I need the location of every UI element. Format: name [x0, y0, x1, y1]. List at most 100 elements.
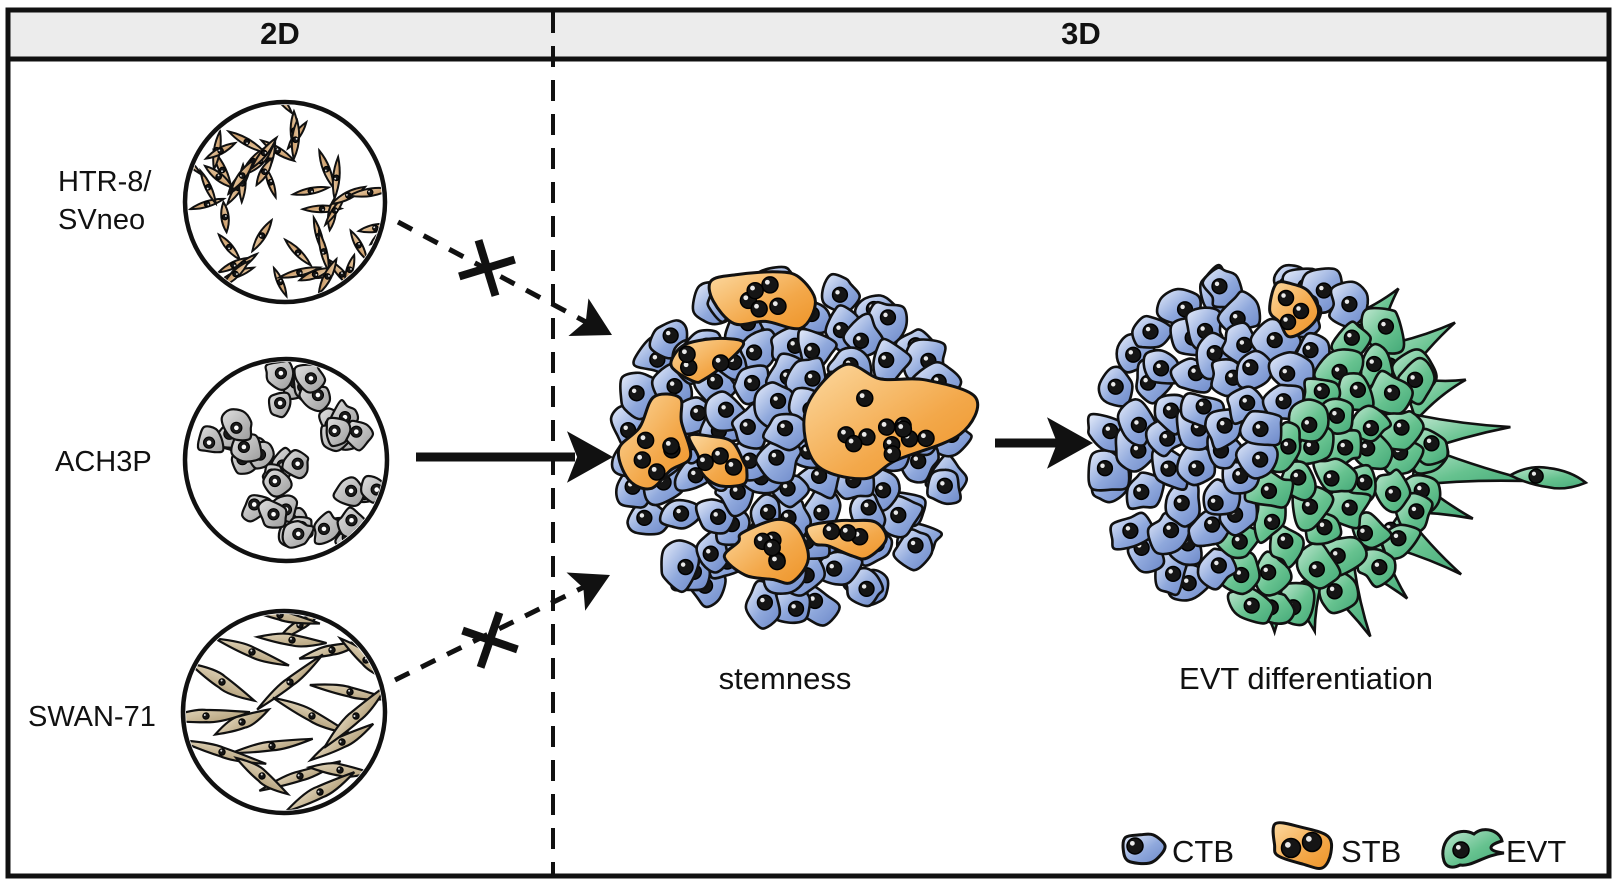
cell-nucleus: [1280, 837, 1302, 859]
cell-nucleus: [1275, 393, 1292, 410]
cell-nucleus: [1259, 564, 1277, 581]
cell: [1196, 547, 1238, 591]
swan71-label: SWAN-71: [28, 701, 156, 733]
cell-nucleus: [1233, 566, 1250, 584]
cell-nucleus: [1313, 382, 1330, 400]
cell-nucleus: [1423, 435, 1440, 452]
cell: [658, 498, 703, 530]
cell-nucleus: [1211, 278, 1228, 295]
cell-nucleus: [826, 560, 843, 577]
cell-nucleus: [1096, 460, 1114, 477]
arrowhead: [566, 572, 610, 611]
cell: [233, 756, 292, 797]
cell-nucleus: [706, 373, 724, 390]
cell: [290, 117, 301, 162]
cell-nucleus: [739, 418, 756, 436]
cell-nucleus: [1336, 439, 1354, 456]
cell-nucleus: [750, 300, 768, 318]
cell-nucleus: [1393, 419, 1410, 436]
cell-nucleus: [1130, 442, 1147, 459]
cell-nucleus: [1216, 417, 1233, 434]
cell-nucleus: [1349, 381, 1367, 399]
cell: [264, 362, 295, 391]
cell: [1312, 457, 1359, 494]
cell-nucleus: [636, 431, 655, 450]
arrowhead: [567, 431, 613, 483]
cell: [1109, 511, 1155, 551]
cell: [186, 708, 251, 724]
swan71-cells: [186, 614, 382, 810]
cell: [1164, 481, 1201, 528]
cell-nucleus: [761, 276, 779, 294]
cell: [220, 199, 230, 235]
cell-nucleus: [852, 332, 870, 349]
cell-nucleus: [1206, 344, 1223, 362]
cell: [1097, 365, 1134, 408]
cell-nucleus: [711, 354, 730, 372]
cell-nucleus: [1316, 519, 1333, 536]
legend-stb-label: STB: [1341, 834, 1401, 869]
blocked-x-mark: [476, 611, 504, 669]
cell-nucleus: [1528, 468, 1544, 484]
cell: [346, 186, 382, 198]
cell-nucleus: [1290, 469, 1307, 486]
cell-nucleus: [890, 506, 907, 524]
cell-nucleus: [1301, 416, 1318, 433]
cell-nucleus: [1277, 532, 1294, 550]
cell-nucleus: [874, 482, 892, 499]
cell-nucleus: [1279, 365, 1296, 382]
cell: [842, 312, 885, 359]
cell-nucleus: [677, 558, 694, 576]
cell-nucleus: [860, 499, 877, 516]
htr8-label-line2: SVneo: [58, 204, 145, 236]
stemness-spheroid: [609, 265, 980, 630]
cell-nucleus: [687, 467, 704, 484]
cell: [1216, 290, 1262, 335]
cell-nucleus: [1126, 837, 1144, 855]
cell: [1235, 349, 1275, 391]
cell-nucleus: [810, 467, 828, 485]
cell-nucleus: [878, 351, 895, 369]
htr8-label-line1: HTR-8/: [58, 166, 152, 198]
cell: [926, 468, 962, 506]
cell: [199, 167, 218, 207]
cell: [317, 228, 330, 275]
evt-spheroid: [1086, 263, 1589, 638]
panel-2d: HTR-8/ SVneo ACH3P SWAN-71: [28, 99, 390, 816]
cell-nucleus: [1292, 302, 1310, 320]
cell-nucleus: [858, 580, 875, 598]
cell: [255, 156, 274, 188]
cell-line-ach3p: ACH3P: [55, 356, 390, 564]
cell-nucleus: [1130, 416, 1148, 434]
cell-nucleus: [1210, 557, 1227, 574]
cell: [229, 158, 256, 194]
cell: [1363, 369, 1414, 416]
cell-nucleus: [1260, 482, 1278, 500]
stb-patch: [802, 362, 980, 481]
cell-nucleus: [662, 327, 679, 344]
cell-nucleus: [1365, 355, 1383, 373]
cell-nucleus: [759, 503, 777, 521]
cell-nucleus: [894, 420, 913, 438]
cell: [739, 328, 779, 375]
stb-patch: [804, 518, 888, 561]
cell-nucleus: [1266, 331, 1283, 349]
cell: [289, 186, 332, 196]
cell-nucleus: [1207, 494, 1224, 512]
cell-nucleus: [756, 594, 774, 611]
cell-nucleus: [1302, 341, 1319, 359]
cell: [186, 739, 267, 765]
cell-nucleus: [1263, 513, 1281, 531]
cell: [253, 632, 327, 648]
cell-nucleus: [1122, 522, 1139, 539]
cell-nucleus: [1125, 346, 1142, 363]
cell-nucleus: [879, 309, 897, 326]
arrow-htr8-dashed-line: [396, 219, 588, 325]
cell-nucleus: [1162, 521, 1180, 539]
stb-patch: [669, 336, 746, 384]
cell: [283, 237, 313, 268]
cell-nucleus: [1390, 530, 1407, 547]
cell: [214, 637, 290, 667]
stb-patch: [687, 432, 749, 488]
